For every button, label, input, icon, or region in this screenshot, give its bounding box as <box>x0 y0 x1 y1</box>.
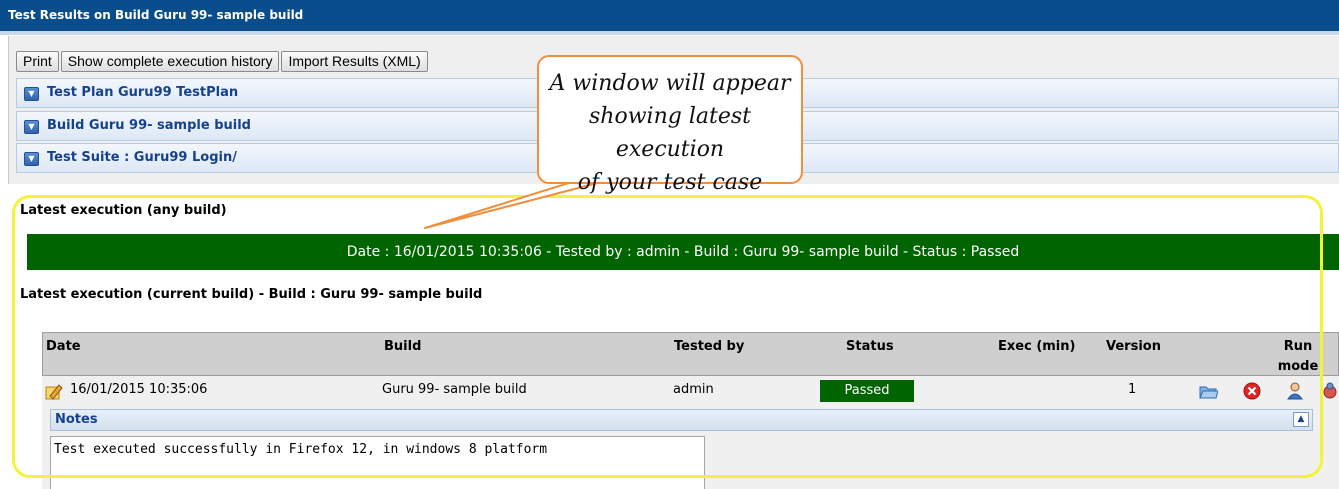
show-history-button[interactable]: Show complete execution history <box>60 51 280 72</box>
notes-label: Notes <box>55 412 98 427</box>
tool-down-icon[interactable]: ▼ <box>24 87 39 101</box>
row-build: Guru 99- sample build <box>382 382 527 397</box>
user-icon[interactable] <box>1285 381 1305 401</box>
table-row: 16/01/2015 10:35:06 Guru 99- sample buil… <box>42 376 1339 406</box>
execution-table: Date Build Tested by Status Exec (min) V… <box>42 332 1339 406</box>
tool-down-icon[interactable]: ▼ <box>24 152 39 166</box>
edit-note-icon[interactable] <box>44 382 64 402</box>
col-run-mode: Run mode <box>1277 339 1319 374</box>
row-date: 16/01/2015 10:35:06 <box>70 382 208 397</box>
col-date: Date <box>46 339 81 354</box>
notes-header[interactable]: Notes ▲ <box>50 409 1313 431</box>
collapse-up-icon[interactable]: ▲ <box>1293 412 1309 427</box>
latest-execution-summary: Date : 16/01/2015 10:35:06 - Tested by :… <box>27 234 1339 270</box>
col-exec: Exec (min) <box>998 339 1076 354</box>
import-results-button[interactable]: Import Results (XML) <box>281 51 428 72</box>
title-divider <box>0 31 1339 35</box>
test-suite-label: Test Suite : Guru99 Login/ <box>47 150 237 165</box>
col-status: Status <box>846 339 894 354</box>
window-title: Test Results on Build Guru 99- sample bu… <box>0 0 1339 31</box>
latest-current-title: Latest execution (current build) - Build… <box>20 287 483 302</box>
col-build: Build <box>384 339 422 354</box>
delete-icon[interactable] <box>1242 381 1262 401</box>
row-version: 1 <box>1128 382 1137 397</box>
table-header: Date Build Tested by Status Exec (min) V… <box>42 332 1339 376</box>
col-version: Version <box>1106 339 1161 354</box>
tool-down-icon[interactable]: ▼ <box>24 120 39 134</box>
build-label: Build Guru 99- sample build <box>47 118 251 133</box>
callout-line-2: showing latest execution <box>589 104 751 162</box>
col-tested-by: Tested by <box>674 339 745 354</box>
callout-line-1: A window will appear <box>549 71 791 96</box>
callout-line-3: of your test case <box>577 170 763 195</box>
callout-annotation: A window will appear showing latest exec… <box>537 55 803 195</box>
test-plan-label: Test Plan Guru99 TestPlan <box>47 85 239 100</box>
bug-icon[interactable] <box>1320 381 1339 401</box>
row-tested-by: admin <box>673 382 714 397</box>
folder-icon[interactable] <box>1198 381 1218 401</box>
print-button[interactable]: Print <box>16 51 59 72</box>
status-badge: Passed <box>820 380 914 402</box>
latest-any-title: Latest execution (any build) <box>20 203 227 218</box>
notes-textarea[interactable]: Test executed successfully in Firefox 12… <box>50 436 705 489</box>
